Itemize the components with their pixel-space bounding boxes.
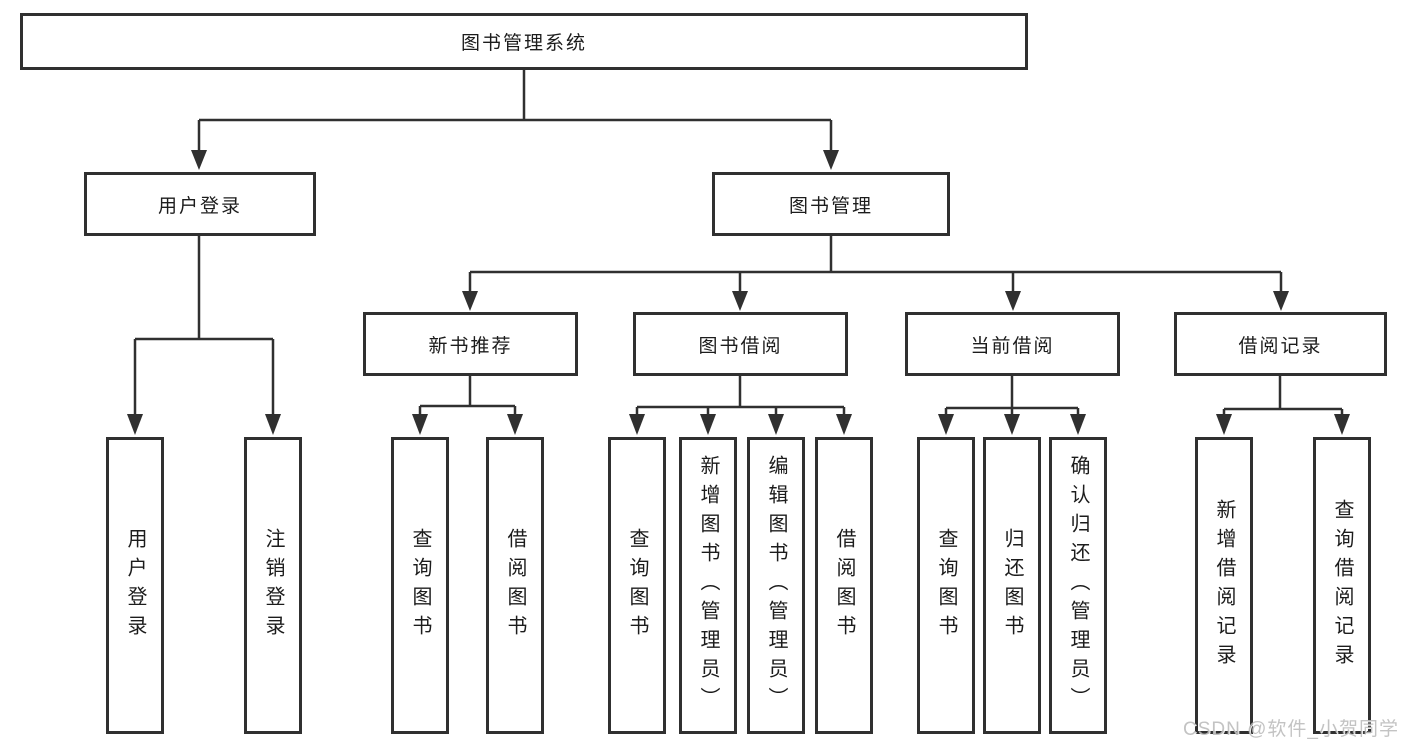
- connector-borrow-records: [1216, 376, 1350, 435]
- node-book-borrow: 图书借阅: [633, 312, 848, 376]
- leaf-label: 查询图书: [626, 527, 648, 644]
- node-book-borrow-label: 图书借阅: [698, 335, 783, 357]
- leaf-label: 新增图书（管理员）: [697, 455, 719, 716]
- node-user-login: 用户登录: [84, 172, 316, 236]
- leaf-label: 归还图书: [1001, 527, 1023, 644]
- leaf-label: 用户登录: [124, 527, 146, 644]
- node-root: 图书管理系统: [20, 13, 1028, 70]
- node-new-book-rec: 新书推荐: [363, 312, 578, 376]
- leaf-label: 查询借阅记录: [1331, 498, 1353, 673]
- connector-book-mgmt: [462, 236, 1289, 311]
- leaf-edit-book-admin: 编辑图书（管理员）: [747, 437, 805, 734]
- leaf-label: 注销登录: [262, 527, 284, 644]
- node-current-borrow: 当前借阅: [905, 312, 1120, 376]
- leaf-current-query-book: 查询图书: [917, 437, 975, 734]
- leaf-label: 确认归还（管理员）: [1067, 455, 1089, 716]
- connector-current-borrow: [938, 376, 1086, 435]
- leaf-label: 借阅图书: [504, 527, 526, 644]
- leaf-label: 编辑图书（管理员）: [765, 455, 787, 716]
- leaf-borrow-query-book: 查询图书: [608, 437, 666, 734]
- leaf-label: 查询图书: [409, 527, 431, 644]
- leaf-borrow-book: 借阅图书: [815, 437, 873, 734]
- leaf-rec-query-book: 查询图书: [391, 437, 449, 734]
- node-current-borrow-label: 当前借阅: [970, 335, 1055, 357]
- node-book-mgmt-label: 图书管理: [788, 195, 873, 217]
- leaf-return-book: 归还图书: [983, 437, 1041, 734]
- connector-root: [191, 70, 839, 170]
- connector-book-borrow: [629, 376, 852, 435]
- leaf-add-book-admin: 新增图书（管理员）: [679, 437, 737, 734]
- node-book-mgmt: 图书管理: [712, 172, 950, 236]
- node-root-label: 图书管理系统: [460, 33, 587, 54]
- node-borrow-records: 借阅记录: [1174, 312, 1387, 376]
- leaf-rec-borrow-book: 借阅图书: [486, 437, 544, 734]
- leaf-add-borrow-record: 新增借阅记录: [1195, 437, 1253, 734]
- node-borrow-records-label: 借阅记录: [1238, 335, 1323, 357]
- leaf-label: 查询图书: [935, 527, 957, 644]
- csdn-watermark: CSDN @软件_小贺同学: [1183, 719, 1399, 740]
- leaf-logout: 注销登录: [244, 437, 302, 734]
- leaf-label: 借阅图书: [833, 527, 855, 644]
- connector-user-login: [127, 236, 281, 435]
- leaf-label: 新增借阅记录: [1213, 498, 1235, 673]
- leaf-confirm-return-admin: 确认归还（管理员）: [1049, 437, 1107, 734]
- node-new-book-rec-label: 新书推荐: [428, 335, 513, 357]
- leaf-user-login: 用户登录: [106, 437, 164, 734]
- node-user-login-label: 用户登录: [157, 195, 242, 217]
- connector-new-book-rec: [412, 376, 523, 435]
- leaf-query-borrow-record: 查询借阅记录: [1313, 437, 1371, 734]
